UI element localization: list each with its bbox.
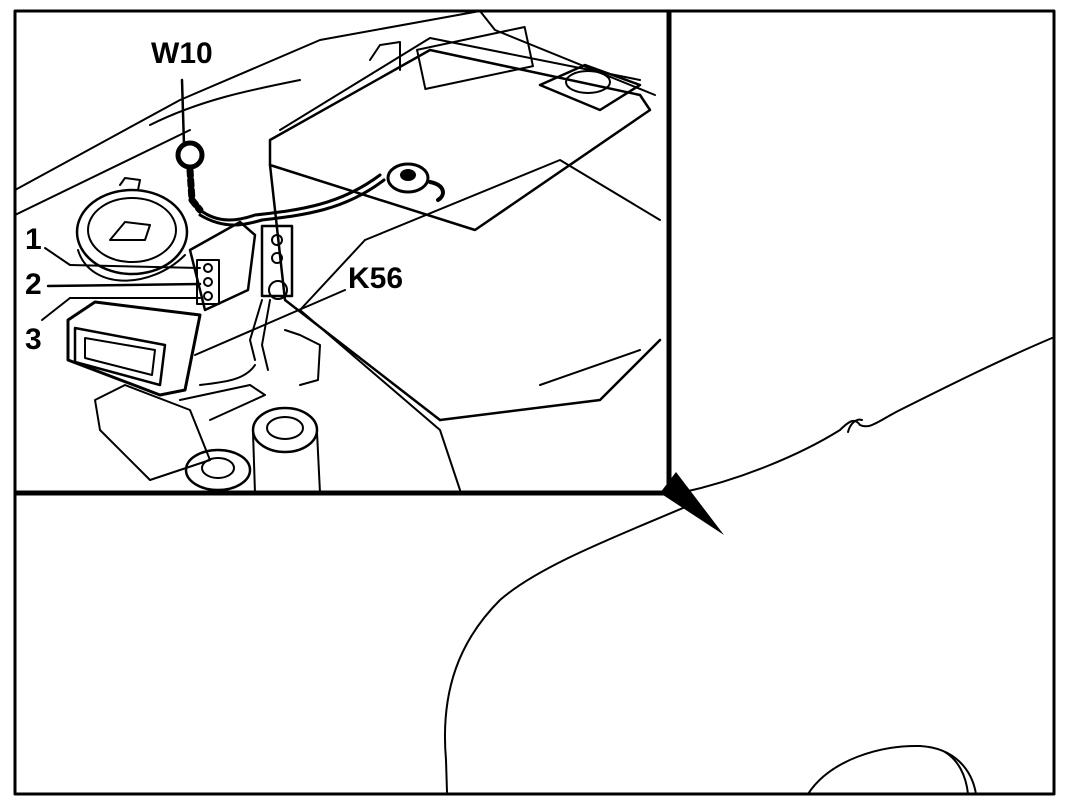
label-w10: W10 [151, 37, 213, 70]
callout-3: 3 [25, 323, 42, 356]
battery-terminal [386, 162, 445, 202]
lower-components [94, 384, 321, 493]
leader-lines [41, 78, 346, 356]
callout-2: 2 [25, 268, 42, 301]
ground-cable-w10 [175, 140, 386, 227]
battery [268, 26, 662, 491]
relay-k56 [66, 300, 202, 397]
detail-pointer [660, 472, 724, 535]
car-body-outline [444, 337, 1053, 795]
label-k56: K56 [348, 262, 403, 295]
reservoir-cap [75, 177, 189, 282]
inset-detail [15, 11, 672, 496]
outer-frame [13, 9, 1056, 796]
callout-1: 1 [25, 223, 42, 256]
relay-connector [188, 220, 257, 312]
terminal-block [199, 224, 321, 386]
